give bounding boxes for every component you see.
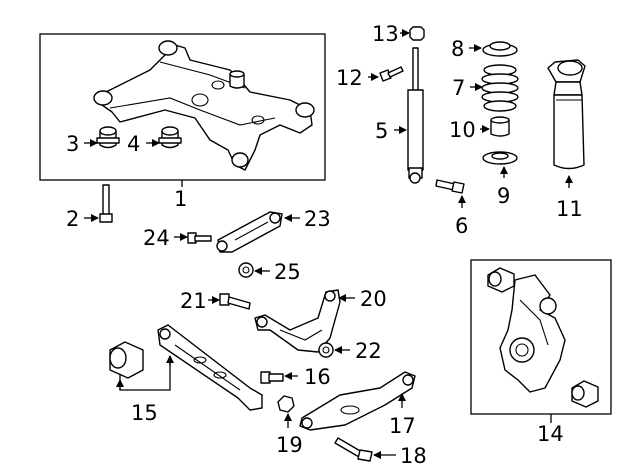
- callout-24: 24: [143, 226, 170, 250]
- lower-seat-9: [482, 151, 518, 165]
- callout-5: 5: [375, 119, 388, 143]
- coil-spring-7: [481, 64, 519, 112]
- knuckle-box: [470, 259, 612, 415]
- nut-22: [318, 342, 334, 358]
- callout-7: 7: [452, 76, 465, 100]
- callout-25: 25: [274, 260, 301, 284]
- callout-13: 13: [372, 22, 399, 46]
- callout-11: 11: [556, 197, 583, 221]
- upper-seat-8: [482, 41, 518, 57]
- callout-20: 20: [360, 287, 387, 311]
- bolt-18: [334, 437, 373, 462]
- bolt-2: [99, 184, 113, 223]
- callout-1: 1: [174, 187, 187, 211]
- callout-9: 9: [497, 184, 510, 208]
- knuckle-14: [499, 274, 566, 393]
- callout-23: 23: [304, 207, 331, 231]
- upper-link-23: [216, 211, 283, 253]
- arm-17: [299, 371, 416, 431]
- bushing-15: [109, 341, 144, 379]
- bolt-24: [187, 232, 212, 244]
- nut-19: [277, 395, 295, 413]
- subframe-illustration: [93, 40, 315, 171]
- shock-absorber-5: [407, 47, 424, 184]
- callout-16: 16: [304, 365, 331, 389]
- callout-8: 8: [451, 37, 464, 61]
- callout-19: 19: [276, 433, 303, 457]
- callout-3: 3: [66, 132, 79, 156]
- bushing-3: [96, 126, 120, 149]
- callout-21: 21: [180, 289, 207, 313]
- bolt-6: [435, 179, 465, 194]
- callout-10: 10: [449, 118, 476, 142]
- callout-14: 14: [537, 422, 564, 446]
- callout-6: 6: [455, 214, 468, 238]
- bump-stop-10: [490, 116, 510, 137]
- nut-25: [238, 262, 254, 278]
- callout-4: 4: [127, 132, 140, 156]
- callout-12: 12: [336, 66, 363, 90]
- callout-15: 15: [131, 401, 158, 425]
- knuckle-bushing-lower: [571, 380, 599, 408]
- air-strut-11: [547, 59, 586, 170]
- callout-2: 2: [66, 207, 79, 231]
- callout-22: 22: [355, 339, 382, 363]
- nut-13: [409, 26, 425, 41]
- bolt-16: [260, 371, 284, 384]
- control-arm-20: [254, 289, 341, 353]
- knuckle-bushing-upper: [487, 267, 515, 293]
- lower-arm-15: [157, 324, 263, 411]
- callout-17: 17: [389, 414, 416, 438]
- bushing-4: [158, 126, 182, 149]
- bolt-12: [379, 66, 404, 82]
- callout-18: 18: [400, 444, 427, 468]
- bolt-21: [219, 293, 251, 310]
